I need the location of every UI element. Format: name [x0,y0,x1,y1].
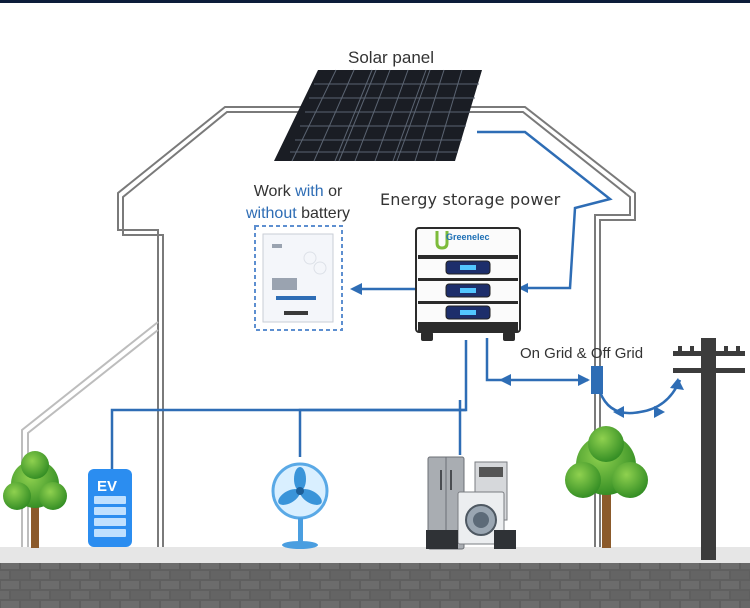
solar-panel-label: Solar panel [348,48,435,67]
caption-accent: without [245,205,297,222]
grid-label: On Grid & Off Grid [520,345,644,362]
brick-wall [0,563,750,608]
top-rule [0,0,750,3]
energy-storage-label: Energy storage power [380,190,561,209]
utility-pole-icon [673,338,745,560]
brand-logo-text: Greenelec [446,232,490,242]
inverter-caption: Work with or without battery [238,181,358,225]
appliances-icon [426,456,516,550]
meter-icon [591,366,603,394]
power-flow-lines [110,130,682,470]
caption-text: Work [253,183,296,200]
ev-label: EV [97,478,118,495]
house-outline [117,106,636,550]
caption-text: or [323,183,343,200]
fan-icon [271,462,329,549]
caption-accent: with [295,183,324,200]
tree-icon [565,426,648,548]
inverter-icon [254,225,343,331]
caption-text: battery [296,205,351,222]
ev-charger-icon [88,469,132,547]
ground-strip [0,547,750,565]
tree-icon [3,451,67,548]
battery-stack-icon [415,227,521,341]
solar-panel-icon [274,69,482,162]
flow-arrowheads [350,283,684,418]
